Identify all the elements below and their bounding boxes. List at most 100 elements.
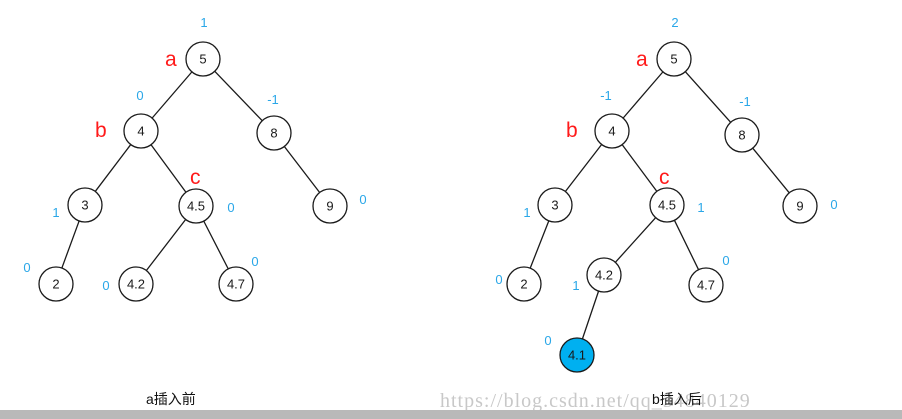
node-label: 5 xyxy=(670,52,677,67)
nodes-layer: 5 4 8 3 4.5 9 2 4.2 4.7 5 4 8 3 4.5 9 2 4.2 4.7 4.1 xyxy=(38,41,818,373)
tree-b-node-n45: 4.5 xyxy=(649,187,685,223)
balance-factor-n5: 2 xyxy=(671,15,678,30)
node-circle xyxy=(594,113,630,149)
node-label: 4.7 xyxy=(227,277,245,292)
inserted-node-circle xyxy=(559,337,595,373)
node-label: 2 xyxy=(520,277,527,292)
tree-a-edge-n4-n3 xyxy=(94,144,132,192)
tree-a-edge-n5-n4 xyxy=(151,71,193,119)
tree-a-node-n2: 2 xyxy=(38,266,74,302)
tree-a-edge-n3-n2 xyxy=(61,220,80,269)
node-marker-b: b xyxy=(95,119,107,142)
node-label: 4.1 xyxy=(568,348,586,363)
edges-layer xyxy=(61,70,790,340)
node-circle xyxy=(256,115,292,151)
balance-factor-n41: 0 xyxy=(544,333,551,348)
node-marker-b: b xyxy=(566,119,578,142)
bottom-scrollbar-strip xyxy=(0,410,902,419)
tree-a-node-n5: 5 xyxy=(185,41,221,77)
node-label: 9 xyxy=(796,199,803,214)
tree-b-node-n4: 4 xyxy=(594,113,630,149)
node-circle xyxy=(67,187,103,223)
node-circle xyxy=(218,266,254,302)
node-label: 4 xyxy=(608,124,615,139)
balance-factor-n9: 0 xyxy=(830,197,837,212)
node-label: 3 xyxy=(551,198,558,213)
node-circle xyxy=(586,257,622,293)
balance-factor-n8: -1 xyxy=(739,94,751,109)
tree-b-node-n42: 4.2 xyxy=(586,257,622,293)
tree-a-edge-n8-n9 xyxy=(283,146,321,193)
tree-b-edge-n4-n45 xyxy=(621,144,658,192)
tree-a-node-n9: 9 xyxy=(312,188,348,224)
balance-factor-n45: 1 xyxy=(697,200,704,215)
tree-b-edge-n5-n8 xyxy=(684,71,732,123)
tree-b-edge-n5-n4 xyxy=(622,71,664,119)
node-label: 4 xyxy=(137,124,144,139)
node-circle xyxy=(688,267,724,303)
balance-factor-n5: 1 xyxy=(200,15,207,30)
node-label: 4.7 xyxy=(697,278,715,293)
tree-a-node-n4: 4 xyxy=(123,113,159,149)
tree-b-node-n2: 2 xyxy=(506,266,542,302)
tree-b-edge-n8-n9 xyxy=(752,147,790,194)
node-circle xyxy=(656,41,692,77)
balance-factor-n42: 1 xyxy=(572,278,579,293)
node-circle xyxy=(312,188,348,224)
tree-a-node-n3: 3 xyxy=(67,187,103,223)
node-circle xyxy=(118,266,154,302)
balance-factor-n3: 1 xyxy=(52,205,59,220)
balance-factor-n42: 0 xyxy=(102,278,109,293)
node-marker-a: a xyxy=(165,48,177,71)
tree-b-edge-n45-n47 xyxy=(673,219,700,271)
node-circle xyxy=(123,113,159,149)
tree-a-edge-n4-n45 xyxy=(150,144,187,193)
node-label: 4.5 xyxy=(658,198,676,213)
node-circle xyxy=(38,266,74,302)
tree-a-edge-n5-n8 xyxy=(214,70,263,122)
node-circle xyxy=(185,41,221,77)
node-marker-c: c xyxy=(190,166,201,189)
balance-factor-n4: 0 xyxy=(136,88,143,103)
tree-a-edge-n45-n47 xyxy=(203,220,229,270)
watermark-text: https://blog.csdn.net/qq_34840129 xyxy=(440,390,751,410)
caption-before: a插入前 xyxy=(146,391,196,407)
tree-a-node-n42: 4.2 xyxy=(118,266,154,302)
balance-factor-n2: 0 xyxy=(23,260,30,275)
node-label: 4.2 xyxy=(595,268,613,283)
node-circle xyxy=(649,187,685,223)
balance-factor-n3: 1 xyxy=(523,205,530,220)
node-label: 8 xyxy=(270,126,277,141)
node-circle xyxy=(537,187,573,223)
tree-b-node-n5: 5 xyxy=(656,41,692,77)
balance-factor-n8: -1 xyxy=(267,92,279,107)
balance-factor-n2: 0 xyxy=(495,272,502,287)
caption-after: b插入后 xyxy=(652,391,702,407)
node-circle xyxy=(506,266,542,302)
tree-a-edge-n45-n42 xyxy=(145,219,187,271)
tree-b-edge-n3-n2 xyxy=(529,220,550,269)
balance-factor-n4: -1 xyxy=(600,88,612,103)
node-label: 4.5 xyxy=(187,199,205,214)
balance-factor-n47: 0 xyxy=(251,254,258,269)
node-marker-c: c xyxy=(659,166,670,189)
tree-b-edge-n45-n42 xyxy=(614,217,657,263)
node-circle xyxy=(782,188,818,224)
tree-a-node-n8: 8 xyxy=(256,115,292,151)
node-label: 9 xyxy=(326,199,333,214)
node-label: 5 xyxy=(199,52,206,67)
node-label: 8 xyxy=(738,128,745,143)
tree-b-edge-n42-n41 xyxy=(581,290,600,340)
balance-factor-n9: 0 xyxy=(359,192,366,207)
tree-b-node-n47: 4.7 xyxy=(688,267,724,303)
node-circle xyxy=(178,188,214,224)
tree-a-node-n45: 4.5 xyxy=(178,188,214,224)
tree-b-node-n3: 3 xyxy=(537,187,573,223)
balance-factor-n47: 0 xyxy=(722,253,729,268)
tree-b-node-n8: 8 xyxy=(724,117,760,153)
diagram-canvas: 5 4 8 3 4.5 9 2 4.2 4.7 5 4 8 3 4.5 9 2 4.2 4.7 4.1 1 a 0 b -1… xyxy=(23,15,837,410)
tree-b-node-n41: 4.1 xyxy=(559,337,595,373)
tree-b-node-n9: 9 xyxy=(782,188,818,224)
